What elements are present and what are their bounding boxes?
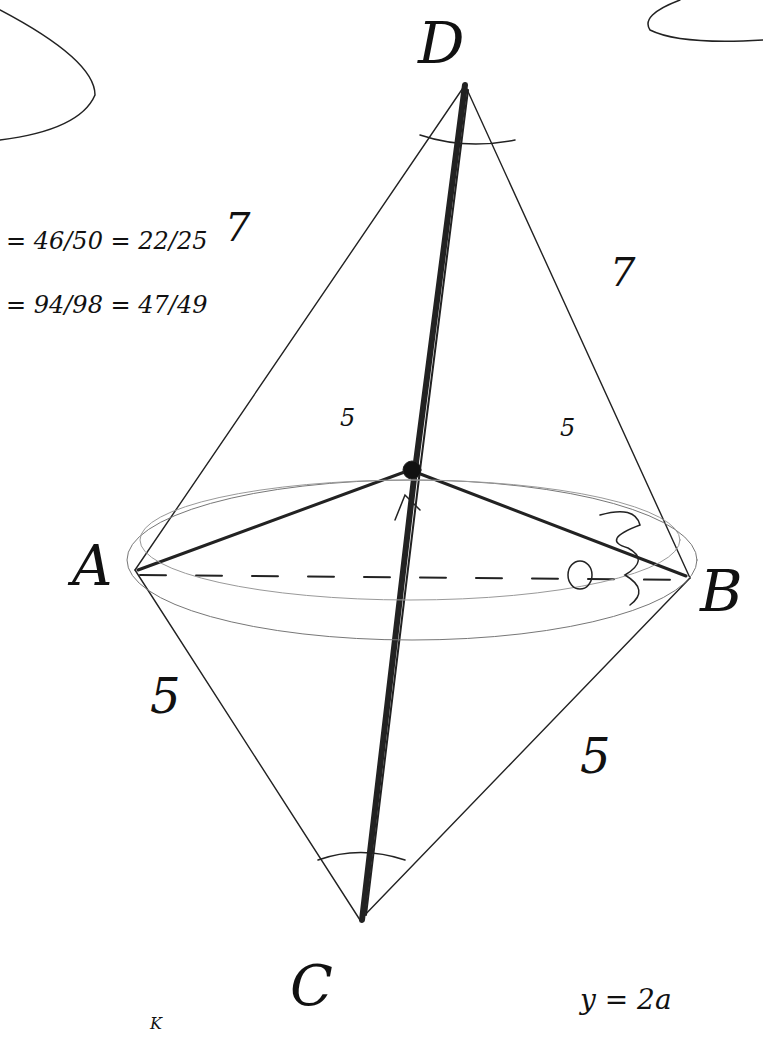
point-o [403, 461, 421, 479]
segment-ob [410, 470, 686, 576]
small-note: K [150, 1015, 162, 1033]
edge-dc [362, 85, 465, 920]
right-angle-mark [395, 495, 420, 520]
edge-dc-overdraw [366, 90, 468, 915]
cut-off-sketch [648, 0, 763, 41]
section-ellipse-2 [140, 480, 680, 600]
angle-mark-c [318, 853, 405, 861]
section-ellipse [127, 480, 697, 640]
edge-length: 5 [150, 670, 181, 723]
vertex-label: B [700, 560, 743, 624]
scribble [600, 512, 640, 605]
edge-ac [135, 570, 360, 920]
segment-length: 5 [340, 405, 355, 431]
formula-note: y = 2a [580, 985, 672, 1016]
edge-da [135, 85, 465, 570]
formula-note: = 94/98 = 47/49 [6, 292, 207, 318]
scribble-loop [568, 561, 592, 589]
segment-oa [138, 470, 410, 570]
angle-mark-d [420, 135, 515, 144]
edge-length: 7 [610, 250, 635, 294]
cut-off-sketch [0, 10, 95, 140]
edge-length: 5 [580, 730, 611, 783]
segment-length: 5 [560, 415, 575, 441]
vertex-label: D [418, 12, 465, 76]
edge-ab-hidden [140, 575, 685, 580]
edge-bc [360, 578, 690, 920]
edge-length: 7 [225, 205, 250, 249]
vertex-label: C [290, 955, 333, 1017]
formula-note: = 46/50 = 22/25 [6, 228, 207, 254]
vertex-label: A [72, 535, 112, 597]
